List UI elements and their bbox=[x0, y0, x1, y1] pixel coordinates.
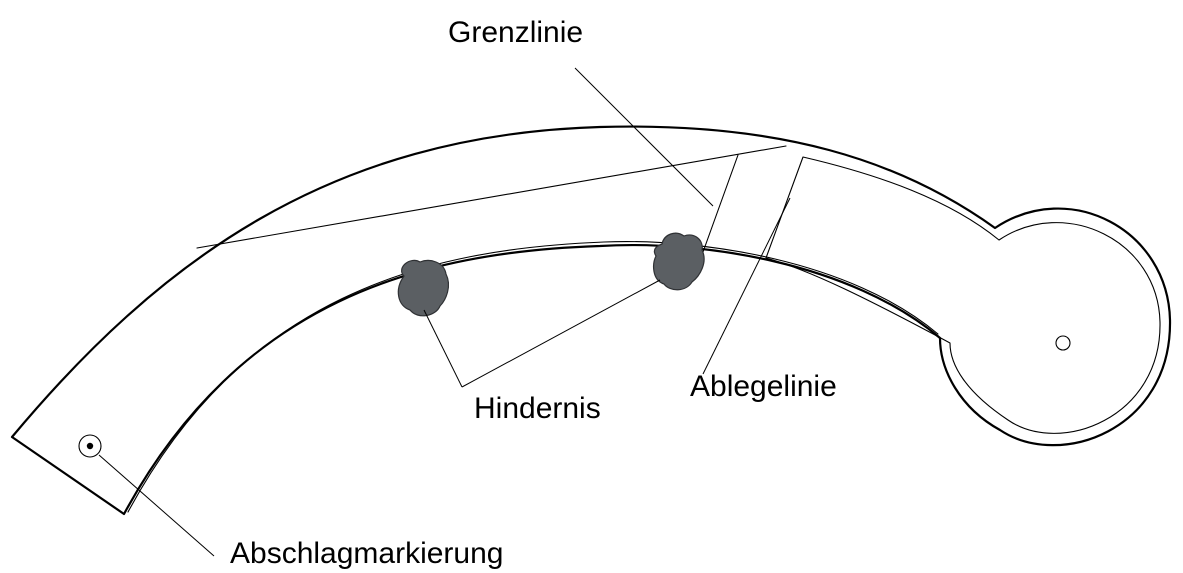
obstacle-1 bbox=[397, 259, 450, 317]
abschlagmarkierung-label: Abschlagmarkierung bbox=[230, 537, 503, 570]
strip-line bbox=[702, 154, 739, 253]
ablegelinie-leader bbox=[702, 197, 791, 375]
ablegelinie-label: Ablegelinie bbox=[690, 370, 837, 403]
grenzlinie-line bbox=[196, 145, 787, 249]
obstacle-2 bbox=[653, 232, 705, 291]
tee-marker-ring bbox=[78, 434, 102, 458]
grenzlinie-label: Grenzlinie bbox=[448, 16, 583, 49]
lane-outer-boundary bbox=[10, 125, 1172, 516]
hindernis-leader-2 bbox=[461, 279, 661, 388]
lane-inner-edge-double bbox=[127, 241, 939, 513]
hindernis-label: Hindernis bbox=[474, 392, 601, 425]
abschlagmarkierung-leader bbox=[98, 454, 215, 557]
hindernis-leader-1 bbox=[423, 309, 463, 388]
landing-zone-inner-boundary bbox=[765, 156, 1161, 434]
tee-marker-dot bbox=[86, 442, 94, 450]
hole-icon bbox=[1055, 335, 1071, 351]
grenzlinie-leader bbox=[574, 67, 714, 207]
